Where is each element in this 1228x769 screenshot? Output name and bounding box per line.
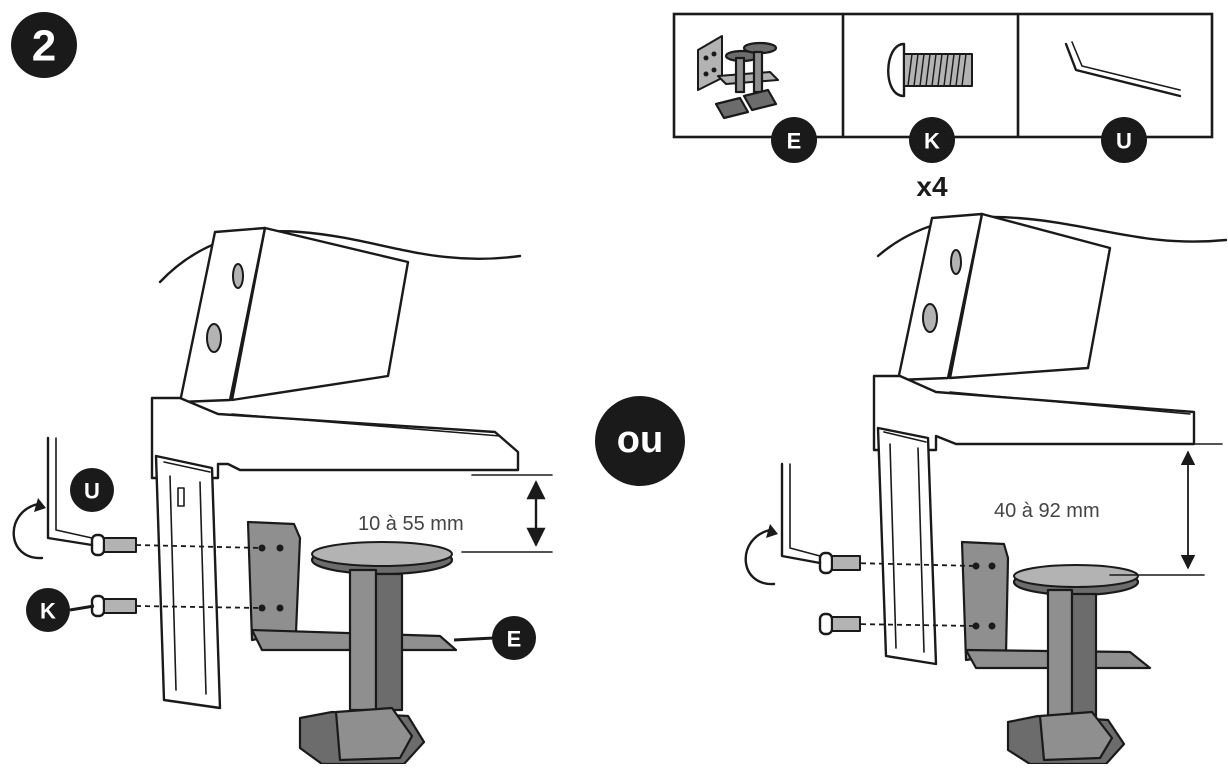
left-dimension-label: 10 à 55 mm [358, 513, 464, 535]
or-separator: ou [595, 396, 685, 486]
right-dimension-label: 40 à 92 mm [994, 500, 1100, 522]
left-label-u: U [70, 468, 114, 512]
svg-text:K: K [924, 129, 940, 154]
svg-text:U: U [84, 479, 100, 504]
left-screw-lower [90, 594, 137, 618]
part-badge-k: K [909, 117, 955, 163]
svg-text:U: U [1116, 129, 1132, 154]
part-badge-u: U [1101, 117, 1147, 163]
screw-quantity: x4 [916, 171, 948, 202]
right-clamp [960, 540, 1152, 766]
right-screw-upper [818, 551, 861, 575]
step-number: 2 [32, 22, 56, 71]
left-label-k: K [26, 588, 95, 632]
right-mounting-plate [876, 426, 938, 666]
right-hex-key [744, 462, 822, 586]
left-arm-base [150, 226, 522, 480]
left-mounting-plate [154, 454, 222, 710]
left-hex-key [12, 436, 94, 560]
right-screw-lower [818, 612, 861, 636]
svg-text:K: K [40, 599, 56, 624]
right-figure: 40 à 92 mm [744, 212, 1228, 766]
step-number-badge: 2 [11, 12, 77, 78]
svg-text:E: E [787, 129, 802, 154]
or-label: ou [617, 419, 663, 461]
left-label-e: E [453, 616, 536, 660]
left-dimension: 10 à 55 mm [358, 474, 553, 553]
svg-text:E: E [507, 627, 522, 652]
left-clamp [246, 520, 458, 766]
left-figure: U K E 10 à 55 mm [12, 226, 553, 766]
part-badge-e: E [771, 117, 817, 163]
desk-clamp-icon [697, 35, 779, 120]
right-arm-base [872, 212, 1228, 452]
left-screw-upper [90, 533, 137, 557]
hex-key-icon [1064, 41, 1182, 98]
screw-icon [887, 42, 973, 98]
parts-box: E K x4 U [672, 12, 1214, 202]
right-dimension: 40 à 92 mm [994, 443, 1223, 576]
